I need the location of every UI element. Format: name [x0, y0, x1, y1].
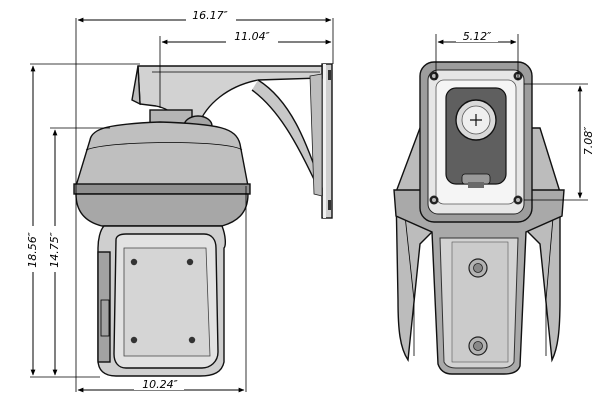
base-width-label: 10.24″: [142, 378, 178, 391]
overall-height-label: 18.56″: [26, 231, 39, 267]
camera-height-label: 14.75″: [48, 231, 61, 267]
dimension-labels: 16.17″ 11.04″ 18.56″ 14.75″ 10.24″ 5.12″…: [26, 9, 596, 391]
front-connectors: [468, 258, 488, 356]
front-view: [393, 61, 565, 375]
right-wing: [527, 127, 561, 363]
arm-length-label: 11.04″: [234, 30, 270, 43]
side-view: [73, 63, 333, 377]
side-screws: [130, 258, 196, 344]
wall-mount-plate: [321, 63, 333, 219]
front-height-label: 7.08″: [582, 126, 595, 155]
dome-housing: [75, 121, 249, 187]
dome-band: [73, 183, 251, 195]
front-width-label: 5.12″: [463, 30, 492, 43]
overall-width-label: 16.17″: [192, 9, 228, 22]
